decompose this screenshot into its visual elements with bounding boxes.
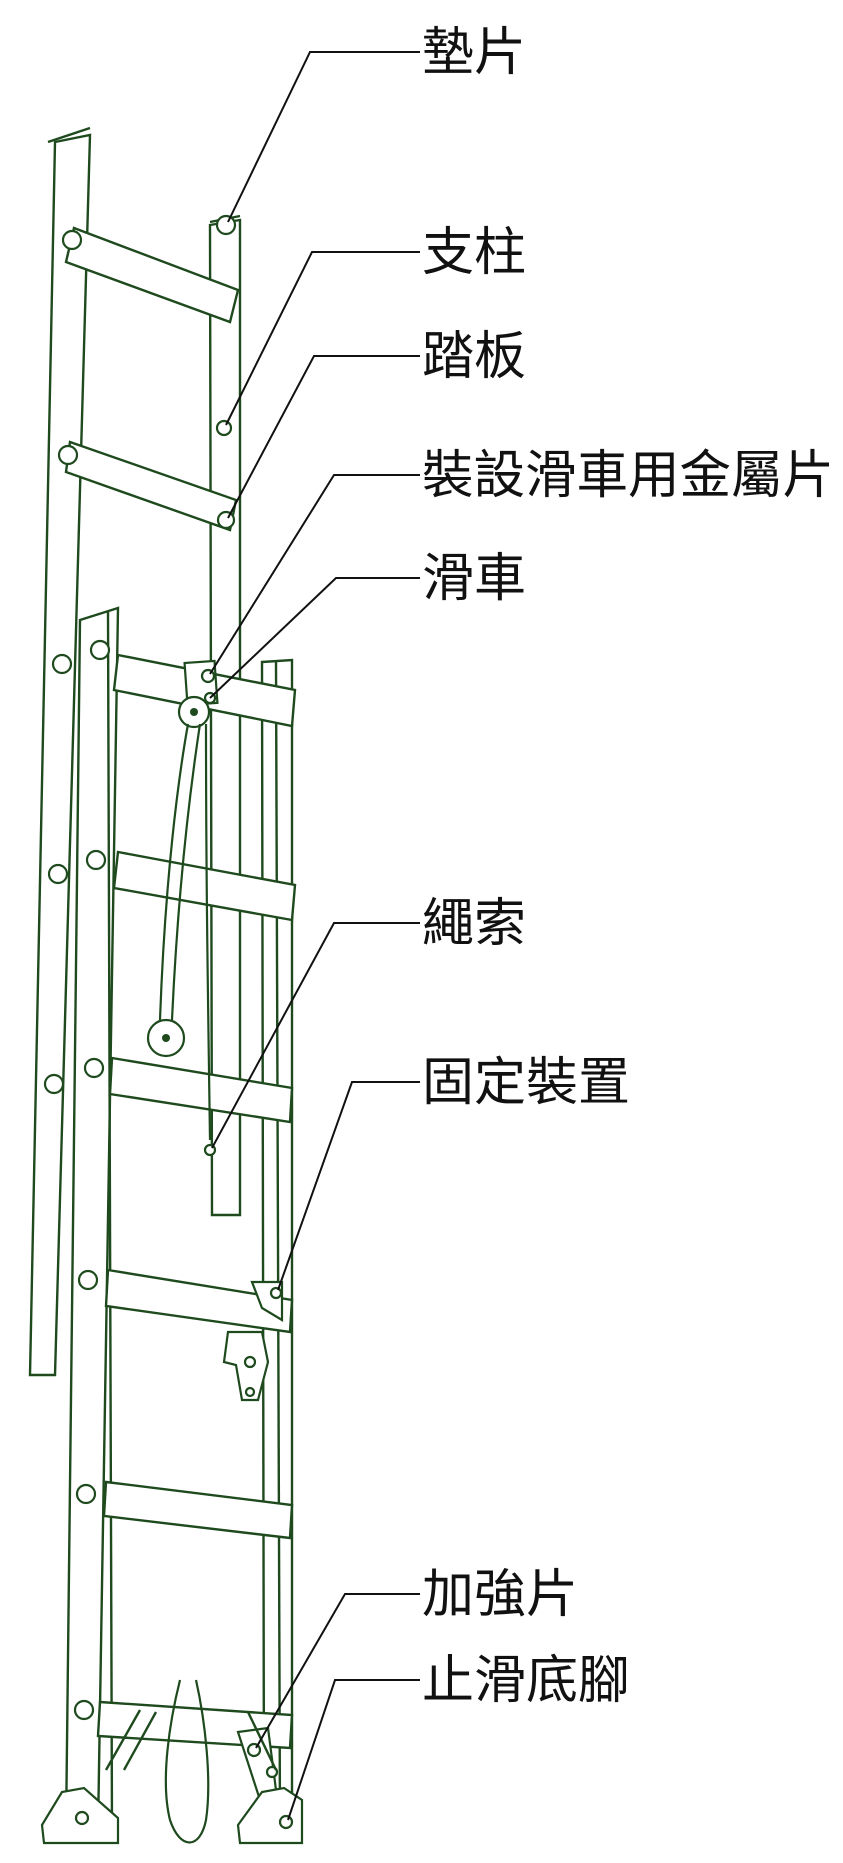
bolt xyxy=(47,863,69,885)
rung xyxy=(112,850,297,922)
lower-ladder-section xyxy=(40,606,304,1845)
anti-slip-foot-left xyxy=(40,1786,120,1845)
bolt xyxy=(89,639,111,661)
bolt xyxy=(61,229,83,251)
upper-right-rail xyxy=(208,218,242,1217)
leader-reinforcement xyxy=(255,1593,420,1749)
rung xyxy=(104,1268,294,1334)
bolt xyxy=(77,1269,99,1291)
label-foot: 止滑底腳 xyxy=(422,1651,630,1711)
leader-rope xyxy=(211,922,420,1149)
leader-lock xyxy=(277,1081,420,1291)
pulley-assembly xyxy=(177,659,219,729)
bolt xyxy=(51,653,73,675)
rope xyxy=(146,723,217,1844)
bolt xyxy=(43,1073,65,1095)
washer-bolt xyxy=(215,214,237,236)
bolt xyxy=(85,849,107,871)
label-pulley-bracket: 裝設滑車用金屬片 xyxy=(422,446,834,506)
upper-rungs xyxy=(64,226,240,532)
lock-device xyxy=(222,1280,284,1402)
bolt xyxy=(73,1699,95,1721)
rung xyxy=(102,1480,294,1540)
anti-slip-foot-right xyxy=(236,1786,304,1845)
leader-rung xyxy=(227,355,420,519)
rung xyxy=(108,1056,294,1124)
label-pulley: 滑車 xyxy=(422,549,526,609)
leader-lines xyxy=(209,51,420,1821)
leader-pulley xyxy=(209,577,420,699)
label-rope: 繩索 xyxy=(422,894,526,954)
bolt xyxy=(75,1483,97,1505)
leader-washer xyxy=(227,51,420,223)
label-washer: 墊片 xyxy=(422,23,526,83)
label-reinforcement: 加強片 xyxy=(422,1565,578,1625)
upper-ladder-section xyxy=(28,126,242,1377)
bolt xyxy=(216,510,236,530)
callout-labels: 墊片 支柱 踏板 裝設滑車用金屬片 滑車 繩索 固定裝置 加強片 止滑底腳 xyxy=(422,23,834,1711)
label-rung: 踏板 xyxy=(422,327,526,387)
bolt xyxy=(57,444,79,466)
label-lock: 固定裝置 xyxy=(422,1053,630,1113)
post-bolt xyxy=(215,419,233,437)
leader-post xyxy=(225,251,420,426)
rung xyxy=(64,226,240,324)
label-post: 支柱 xyxy=(422,223,526,283)
leader-pulley-bracket xyxy=(209,474,420,675)
bolt xyxy=(83,1057,105,1079)
leader-foot xyxy=(287,1679,420,1821)
